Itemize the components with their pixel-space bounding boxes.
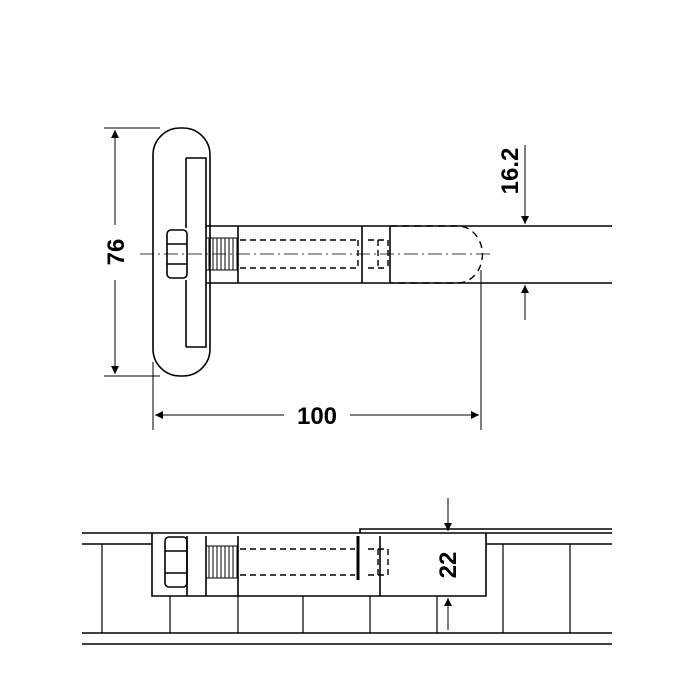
dim-label-length: 100 [297, 403, 337, 430]
section-hex-nut [164, 536, 207, 596]
plate-edge [359, 528, 612, 533]
dim-label-depth: 22 [435, 552, 462, 579]
panel-core-ribs [101, 544, 571, 633]
dim-label-height: 76 [103, 239, 130, 266]
recess-pocket [151, 533, 487, 597]
dimension-height [104, 127, 160, 377]
base-plate [152, 127, 211, 377]
dimension-length [152, 270, 482, 430]
base-plate-inner [186, 157, 207, 348]
rod-tip-phantom [390, 225, 484, 284]
section-view [82, 498, 612, 645]
section-threaded [206, 545, 238, 579]
dim-label-offset: 16.2 [497, 148, 524, 195]
top-view [104, 127, 612, 430]
section-hidden-bore [240, 548, 389, 576]
